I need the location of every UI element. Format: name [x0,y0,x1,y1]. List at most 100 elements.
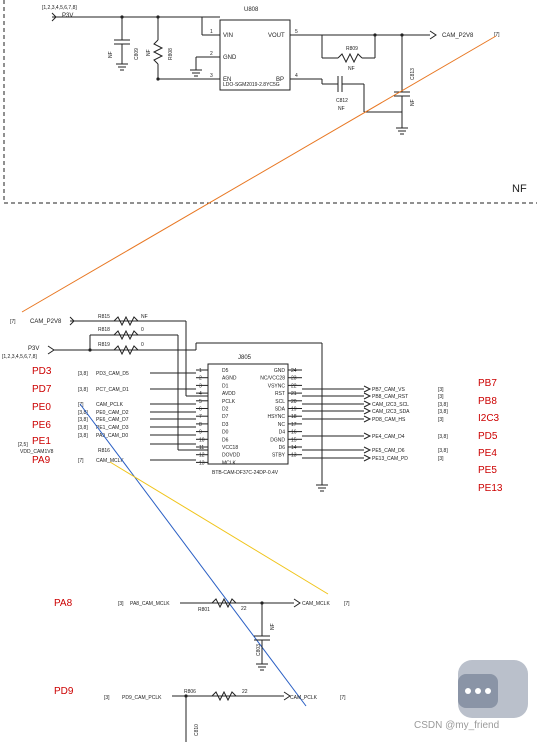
r808-nf: NF [146,49,152,56]
j805-pin-num: 23 [291,376,297,382]
left-net-ref: [3,8] [78,425,88,431]
j805-pin-name: DOVDD [222,453,240,459]
j805-pin-name: D1 [222,383,229,389]
cam-p2v8-ref-left: [7] [10,319,16,325]
annotation-right: PB7 [478,378,497,389]
r808-resistor [152,39,164,65]
right-net-arrow [363,454,372,462]
j805-pin-name: HSYNC [267,414,285,420]
cam-p2v8-net-left: CAM_P2V8 [30,319,62,325]
left-net-label: PE1_CAM_D3 [96,425,129,431]
left-net-label: CAM_MCLK [96,458,124,464]
annotation-left: PE0 [32,402,51,413]
u808-pin-num: 1 [210,29,213,35]
r818-label: R818 [98,327,110,333]
r815-val: NF [141,314,148,320]
pclk-ref-left: [3] [104,695,110,701]
right-net-arrow [363,385,372,393]
ldo-section: [1,2,3,4,5,6,7,8] P3V NF C809 NF R808 U8… [3,0,537,204]
j805-pin-num: 4 [199,391,202,397]
annotation-left: PD7 [32,384,52,395]
u808-pin-en: EN [223,77,231,83]
j805-pin-num: 3 [199,383,202,389]
r806-val: 22 [242,689,248,695]
right-net-ref: [3] [438,456,444,462]
r819-val: 0 [141,342,144,348]
nf-label: NF [512,183,527,195]
c810-label: C810 [194,724,200,736]
j805-pin-num: 7 [199,414,202,420]
annotation-right: PE13 [478,483,503,494]
j805-pin-num: 1 [199,368,202,374]
cam-p2v8-ref: [7] [494,32,500,38]
j805-pin-name: VSYNC [268,383,286,389]
right-net-ref: [3,8] [438,434,448,440]
mclk-ref-right: [7] [344,601,350,607]
j805-pin-num: 8 [199,422,202,428]
left-net-label: PD3_CAM_D5 [96,371,129,377]
r815-label: R815 [98,314,110,320]
r819-resistor [113,344,139,356]
orange-annotation-line [21,35,497,313]
left-net-ref: [3,8] [78,417,88,423]
right-net-ref: [3] [438,394,444,400]
cam-p2v8-net: CAM_P2V8 [442,33,474,39]
j805-pin-num: 13 [199,460,205,466]
j805-pin-num: 13 [291,453,297,459]
junction-dot [156,77,160,81]
c812-nf: NF [338,106,345,112]
j805-pin-name: SCL [275,399,285,405]
u808-pin-num: 4 [295,73,298,79]
left-net-label: PE0_CAM_D2 [96,410,129,416]
right-net-arrow [363,407,372,415]
j805-pin-num: 9 [199,430,202,436]
j805-pin-name: NC/VCC28 [260,376,285,382]
r816-label: R816 [98,448,110,454]
r809-resistor [337,52,363,64]
junction-dot [88,348,92,352]
j805-pin-num: 18 [291,414,297,420]
right-net-label: PB8_CAM_RST [372,394,408,400]
left-net-ref: [7] [78,458,84,464]
right-net-label: PD8_CAM_HS [372,417,406,423]
j805-pin-num: 17 [291,422,297,428]
j805-left-nets: [3,8]PD3_CAM_D5[3,8]PC7_CAM_D1[7]CAM_PCL… [18,371,196,464]
annotation-right: PE4 [478,448,497,459]
annotation-left: PD3 [32,366,52,377]
left-net-ref: [2,5] [18,442,28,448]
j805-pin-name: VCC18 [222,445,238,451]
j805-pin-name: RST [275,391,285,397]
right-net-label: PE13_CAM_PD [372,456,408,462]
r801-val: 22 [241,606,247,612]
r815-resistor [113,315,139,327]
c809-label: C809 [134,48,140,60]
j805-label: J805 [238,355,252,361]
j805-pin-name: D6 [222,437,229,443]
r819-label: R819 [98,342,110,348]
blue-annotation-line [79,403,307,707]
annotation-pa8: PA8 [54,598,73,609]
u808-pin-bp: BP [276,77,284,83]
pclk-net-right: CAM_PCLK [290,695,318,701]
left-net-ref: [3,8] [78,371,88,377]
j805-pin-num: 6 [199,407,202,413]
right-net-ref: [3] [438,417,444,423]
c803-label: C803 [256,644,262,656]
annotation-right: PB8 [478,396,497,407]
p3v-label: P3V [62,13,73,19]
j805-pin-num: 14 [291,445,297,451]
j805-pin-num: 21 [291,391,297,397]
u808-pin-vout: VOUT [268,33,285,39]
right-net-arrow [363,415,372,423]
right-net-ref: [3,8] [438,409,448,415]
right-net-label: CAM_I2C3_SCL [372,402,409,408]
r818-resistor [113,329,139,341]
annotation-right: I2C3 [478,413,500,424]
pclk-ref-right: [7] [340,695,346,701]
r806-label: R806 [184,689,196,695]
j805-pin-name: AGND [222,376,237,382]
j805-pin-name: AVDD [222,391,236,397]
j805-pin-num: 20 [291,399,297,405]
